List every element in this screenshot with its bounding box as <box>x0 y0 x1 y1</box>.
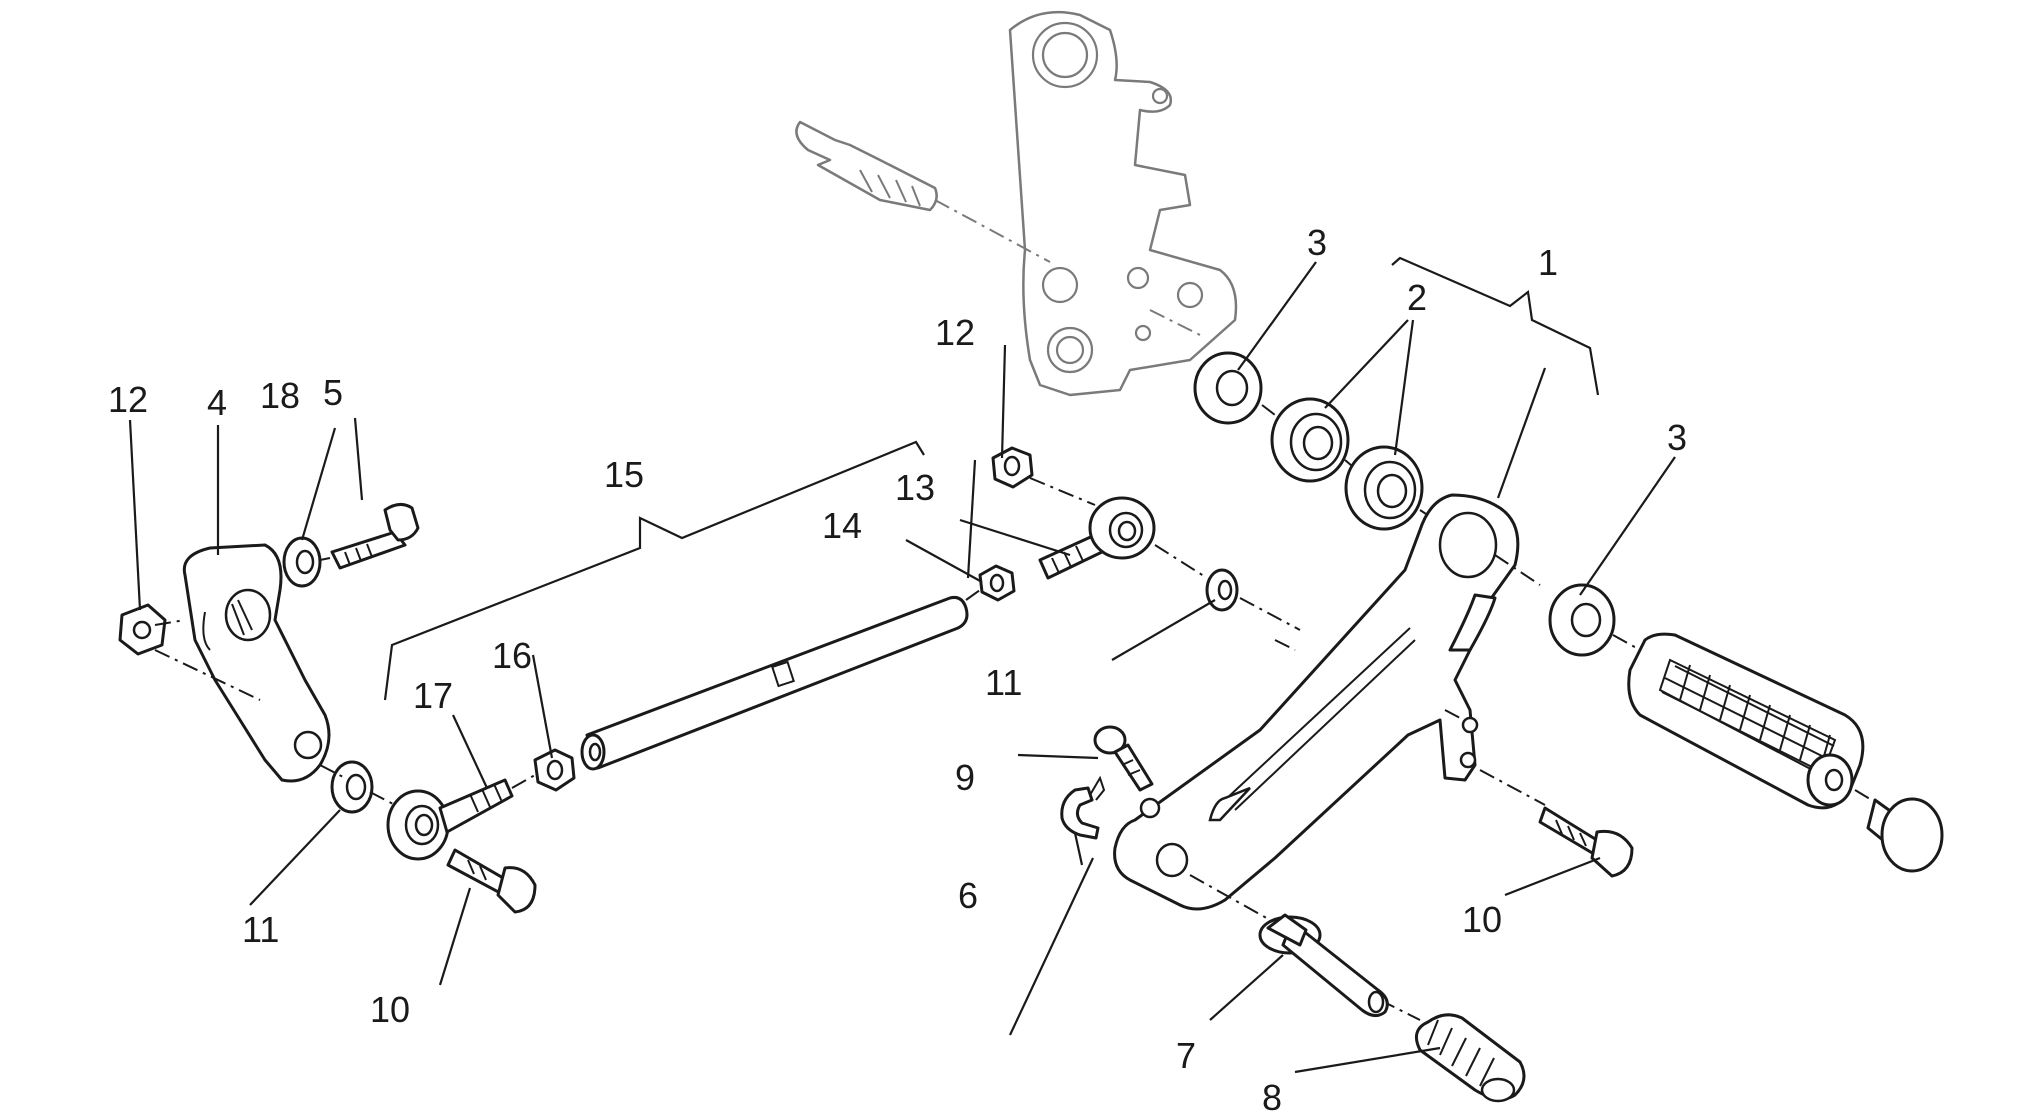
washer-rear <box>1548 583 1616 657</box>
small-screw <box>1093 725 1154 792</box>
callout-16: 16 <box>492 635 532 676</box>
callout-15: 15 <box>604 454 644 495</box>
footpeg-cap <box>1866 797 1944 873</box>
lower-axis-left <box>319 764 396 806</box>
leader-lines <box>128 261 1676 1074</box>
callout-14: 14 <box>822 505 862 546</box>
bearing-b <box>1344 445 1424 531</box>
callout-13: 13 <box>895 467 935 508</box>
rider-footpeg <box>1627 632 1865 810</box>
callout-3-rear: 3 <box>1667 417 1687 458</box>
lever-axis <box>1274 554 1546 806</box>
rod-end-right <box>1038 496 1156 580</box>
callout-3-upper: 3 <box>1307 222 1327 263</box>
linkage-rod <box>580 596 969 771</box>
callout-12-left: 12 <box>108 379 148 420</box>
frame-bracket <box>1008 10 1238 397</box>
bracket-1 <box>1391 256 1600 396</box>
callout-6: 6 <box>958 875 978 916</box>
frame-bolt <box>795 120 938 212</box>
circlip <box>1060 775 1106 840</box>
bracket-15 <box>383 440 925 701</box>
upper-nut-right <box>991 446 1034 489</box>
frame-bolt-axis <box>934 199 1051 263</box>
callout-8: 8 <box>1262 1077 1282 1112</box>
rod-nut-right <box>978 564 1016 602</box>
callout-7: 7 <box>1176 1035 1196 1076</box>
callout-1: 1 <box>1538 242 1558 283</box>
callout-11-left: 11 <box>242 909 279 950</box>
callout-10-left: 10 <box>370 989 410 1030</box>
lower-washer-left <box>330 760 374 814</box>
washer-axis-right <box>1154 544 1301 631</box>
lower-nut-left <box>533 748 576 792</box>
rod-end-left <box>386 778 514 861</box>
callout-17: 17 <box>413 675 453 716</box>
callout-18: 18 <box>260 375 300 416</box>
pivot-screw-left <box>330 503 420 570</box>
rod-axis-right <box>965 589 981 601</box>
callout-12-right: 12 <box>935 312 975 353</box>
callout-10-right: 10 <box>1462 899 1502 940</box>
washer-upper <box>1193 351 1263 425</box>
bearing-a <box>1270 397 1350 483</box>
callout-11-right: 11 <box>985 662 1022 703</box>
lower-bolt-left <box>446 848 537 914</box>
shift-pin <box>1258 913 1389 1017</box>
shift-rubber <box>1414 1013 1526 1103</box>
frame-axis <box>1149 309 1201 336</box>
pivot-nut-left <box>118 603 167 656</box>
rear-bolt <box>1538 806 1634 878</box>
callout-9: 9 <box>955 757 975 798</box>
callout-2: 2 <box>1407 277 1427 318</box>
callout-4: 4 <box>207 382 227 423</box>
pivot-arm <box>182 543 331 783</box>
callout-5: 5 <box>323 372 343 413</box>
upper-axis-right <box>1029 477 1096 506</box>
pivot-axis <box>154 557 331 701</box>
pivot-washer-left <box>282 536 322 588</box>
shift-lever <box>1113 493 1520 911</box>
rod-axis-left <box>511 774 536 789</box>
small-washer-right <box>1205 568 1239 612</box>
